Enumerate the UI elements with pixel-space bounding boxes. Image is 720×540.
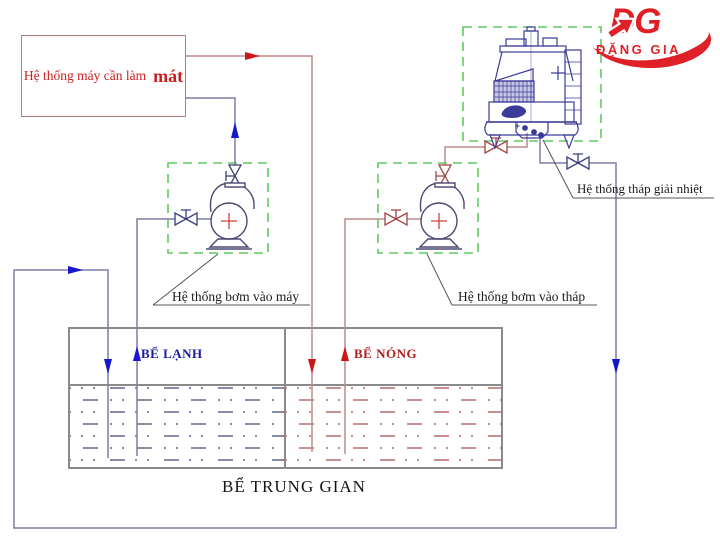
cold-return-pipe (13, 137, 617, 529)
leader-pump-tower (426, 253, 597, 306)
cold-tank-label: BỂ LẠNH (141, 346, 203, 361)
pump-tower-label: Hệ thống bơm vào tháp (458, 289, 586, 304)
flow-arrow-cold-right (68, 266, 83, 274)
machine-system-label: Hệ thống máy cần làm (23, 68, 147, 83)
intermediate-tank-label: BỂ TRUNG GIAN (222, 477, 366, 496)
flow-arrow-hot-right (245, 52, 260, 60)
valve-tower-outlet (566, 153, 590, 171)
tower-shell (494, 51, 574, 82)
flow-arrow-cold-into-tank (104, 359, 112, 374)
flow-arrow-hot-into-tank (308, 359, 316, 374)
leader-pump-machine (152, 253, 310, 306)
pump-machine-boundary (167, 162, 269, 254)
hot-tank-label: BỂ NÓNG (354, 346, 418, 361)
cooling-tower-drawing (484, 26, 582, 150)
hot-supply-pipe (186, 55, 313, 452)
tower-louver-grid (493, 80, 535, 103)
leader-tower-system (542, 139, 714, 199)
pump-machine-label: Hệ thống bơm vào máy (172, 289, 300, 304)
logo-initials: DG (610, 2, 661, 41)
intermediate-tank (68, 327, 503, 469)
valve-cold-suction (174, 209, 198, 227)
tower-ladder (564, 49, 582, 125)
tower-system-label: Hệ thống tháp giải nhiệt (577, 181, 703, 196)
tower-basin (484, 121, 579, 136)
flow-arrow-cold-suction-up (133, 346, 141, 361)
tower-fan-deck (499, 45, 567, 53)
company-logo: DG ĐẶNG GIA (588, 2, 720, 70)
flow-arrow-cold-to-machine (231, 122, 239, 138)
flow-arrow-hot-suction-up (341, 346, 349, 361)
flow-arrow-cold-down-return (612, 359, 620, 374)
logo-brand-name: ĐẶNG GIA (596, 42, 681, 57)
tower-sump (515, 122, 549, 139)
pump-tower-symbol (415, 182, 465, 250)
logo-swoosh (593, 31, 712, 69)
water-hatch-cold (70, 387, 284, 467)
machine-system-label-emphasis: mát (153, 65, 184, 86)
water-hatch-hot (286, 387, 501, 467)
machine-system-box: Hệ thống máy cần làm mát (21, 35, 186, 117)
pump-tower-boundary (377, 162, 479, 254)
valve-tower-inlet (484, 137, 508, 155)
cold-supply-pipe (186, 97, 236, 187)
pump-machine-symbol (205, 182, 255, 250)
valve-hot-suction (384, 209, 408, 227)
